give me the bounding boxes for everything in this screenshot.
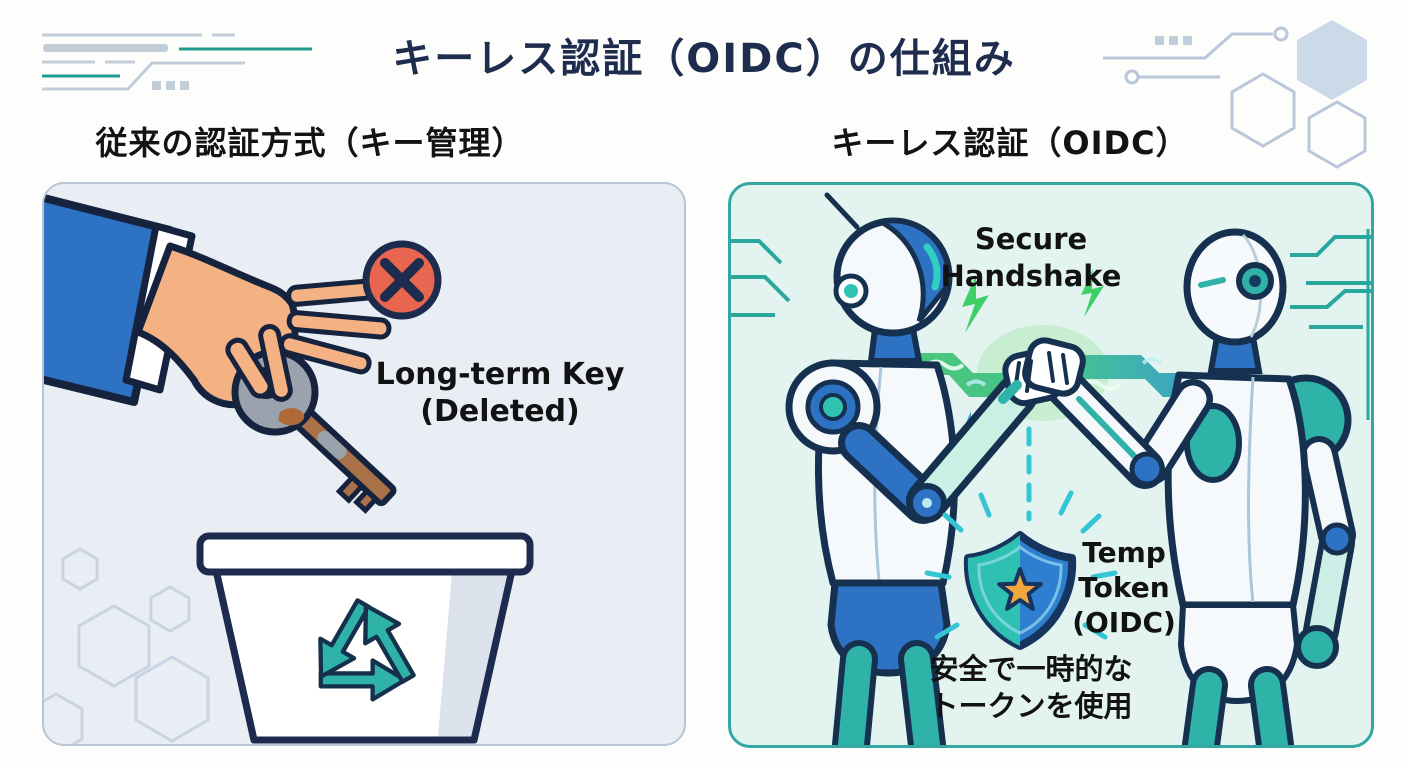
- handshake-hands-icon: [998, 337, 1086, 407]
- recycle-symbol-icon: [318, 598, 416, 702]
- outline-hexagon: [1307, 100, 1367, 169]
- index-finger: [258, 324, 293, 402]
- temp-token-line1: Temp: [1082, 536, 1166, 569]
- circuit-lines-left: [731, 239, 791, 317]
- rust-patch: [278, 408, 305, 426]
- token-caption-line1: 安全で一時的な: [929, 652, 1133, 686]
- thumb: [225, 337, 273, 399]
- token-caption-line2: トークンを使用: [929, 689, 1133, 723]
- visor: [923, 243, 941, 291]
- temp-token-label: Temp Token (OIDC): [1061, 535, 1187, 640]
- star-icon: [997, 567, 1043, 611]
- left-section-heading: 従来の認証方式（キー管理）: [95, 124, 525, 162]
- key-deletion-illustration: [44, 193, 534, 744]
- x-circle-icon: [362, 240, 442, 320]
- antenna: [824, 192, 860, 230]
- right-section-heading: キーレス認証（OIDC）: [831, 124, 1189, 162]
- temp-token-line2: Token: [1078, 571, 1170, 604]
- long-term-key-label: Long-term Key (Deleted): [344, 356, 656, 430]
- secure-handshake-line1: Secure: [974, 222, 1088, 256]
- recycle-bin-icon: [196, 532, 534, 744]
- long-term-key-line1: Long-term Key: [375, 357, 625, 392]
- shield-rays: [924, 490, 1118, 640]
- traditional-auth-panel: Long-term Key (Deleted): [42, 182, 686, 746]
- page-title: キーレス認証（OIDC）の仕組み: [392, 36, 1016, 82]
- background-hexagons: [44, 547, 210, 744]
- helmet: [873, 218, 952, 323]
- hand-dropping-key-icon: [44, 193, 397, 514]
- temp-token-line3: (OIDC): [1072, 606, 1176, 639]
- secure-handshake-label: Secure Handshake: [899, 221, 1163, 295]
- circuit-lines-right: [1290, 229, 1371, 420]
- eye: [1198, 277, 1226, 288]
- left-robot: [785, 192, 1038, 745]
- right-robot: [1045, 228, 1356, 745]
- token-shield-icon: [963, 531, 1077, 650]
- token-caption-label: 安全で一時的な トークンを使用: [881, 651, 1181, 725]
- keyless-auth-panel: Secure Handshake Temp Token (OIDC) 安全で一時…: [728, 182, 1374, 748]
- fingers: [278, 277, 392, 375]
- long-term-key-line2: (Deleted): [420, 394, 580, 429]
- robot-handshake-illustration: [731, 192, 1371, 745]
- secure-handshake-line2: Handshake: [940, 259, 1122, 293]
